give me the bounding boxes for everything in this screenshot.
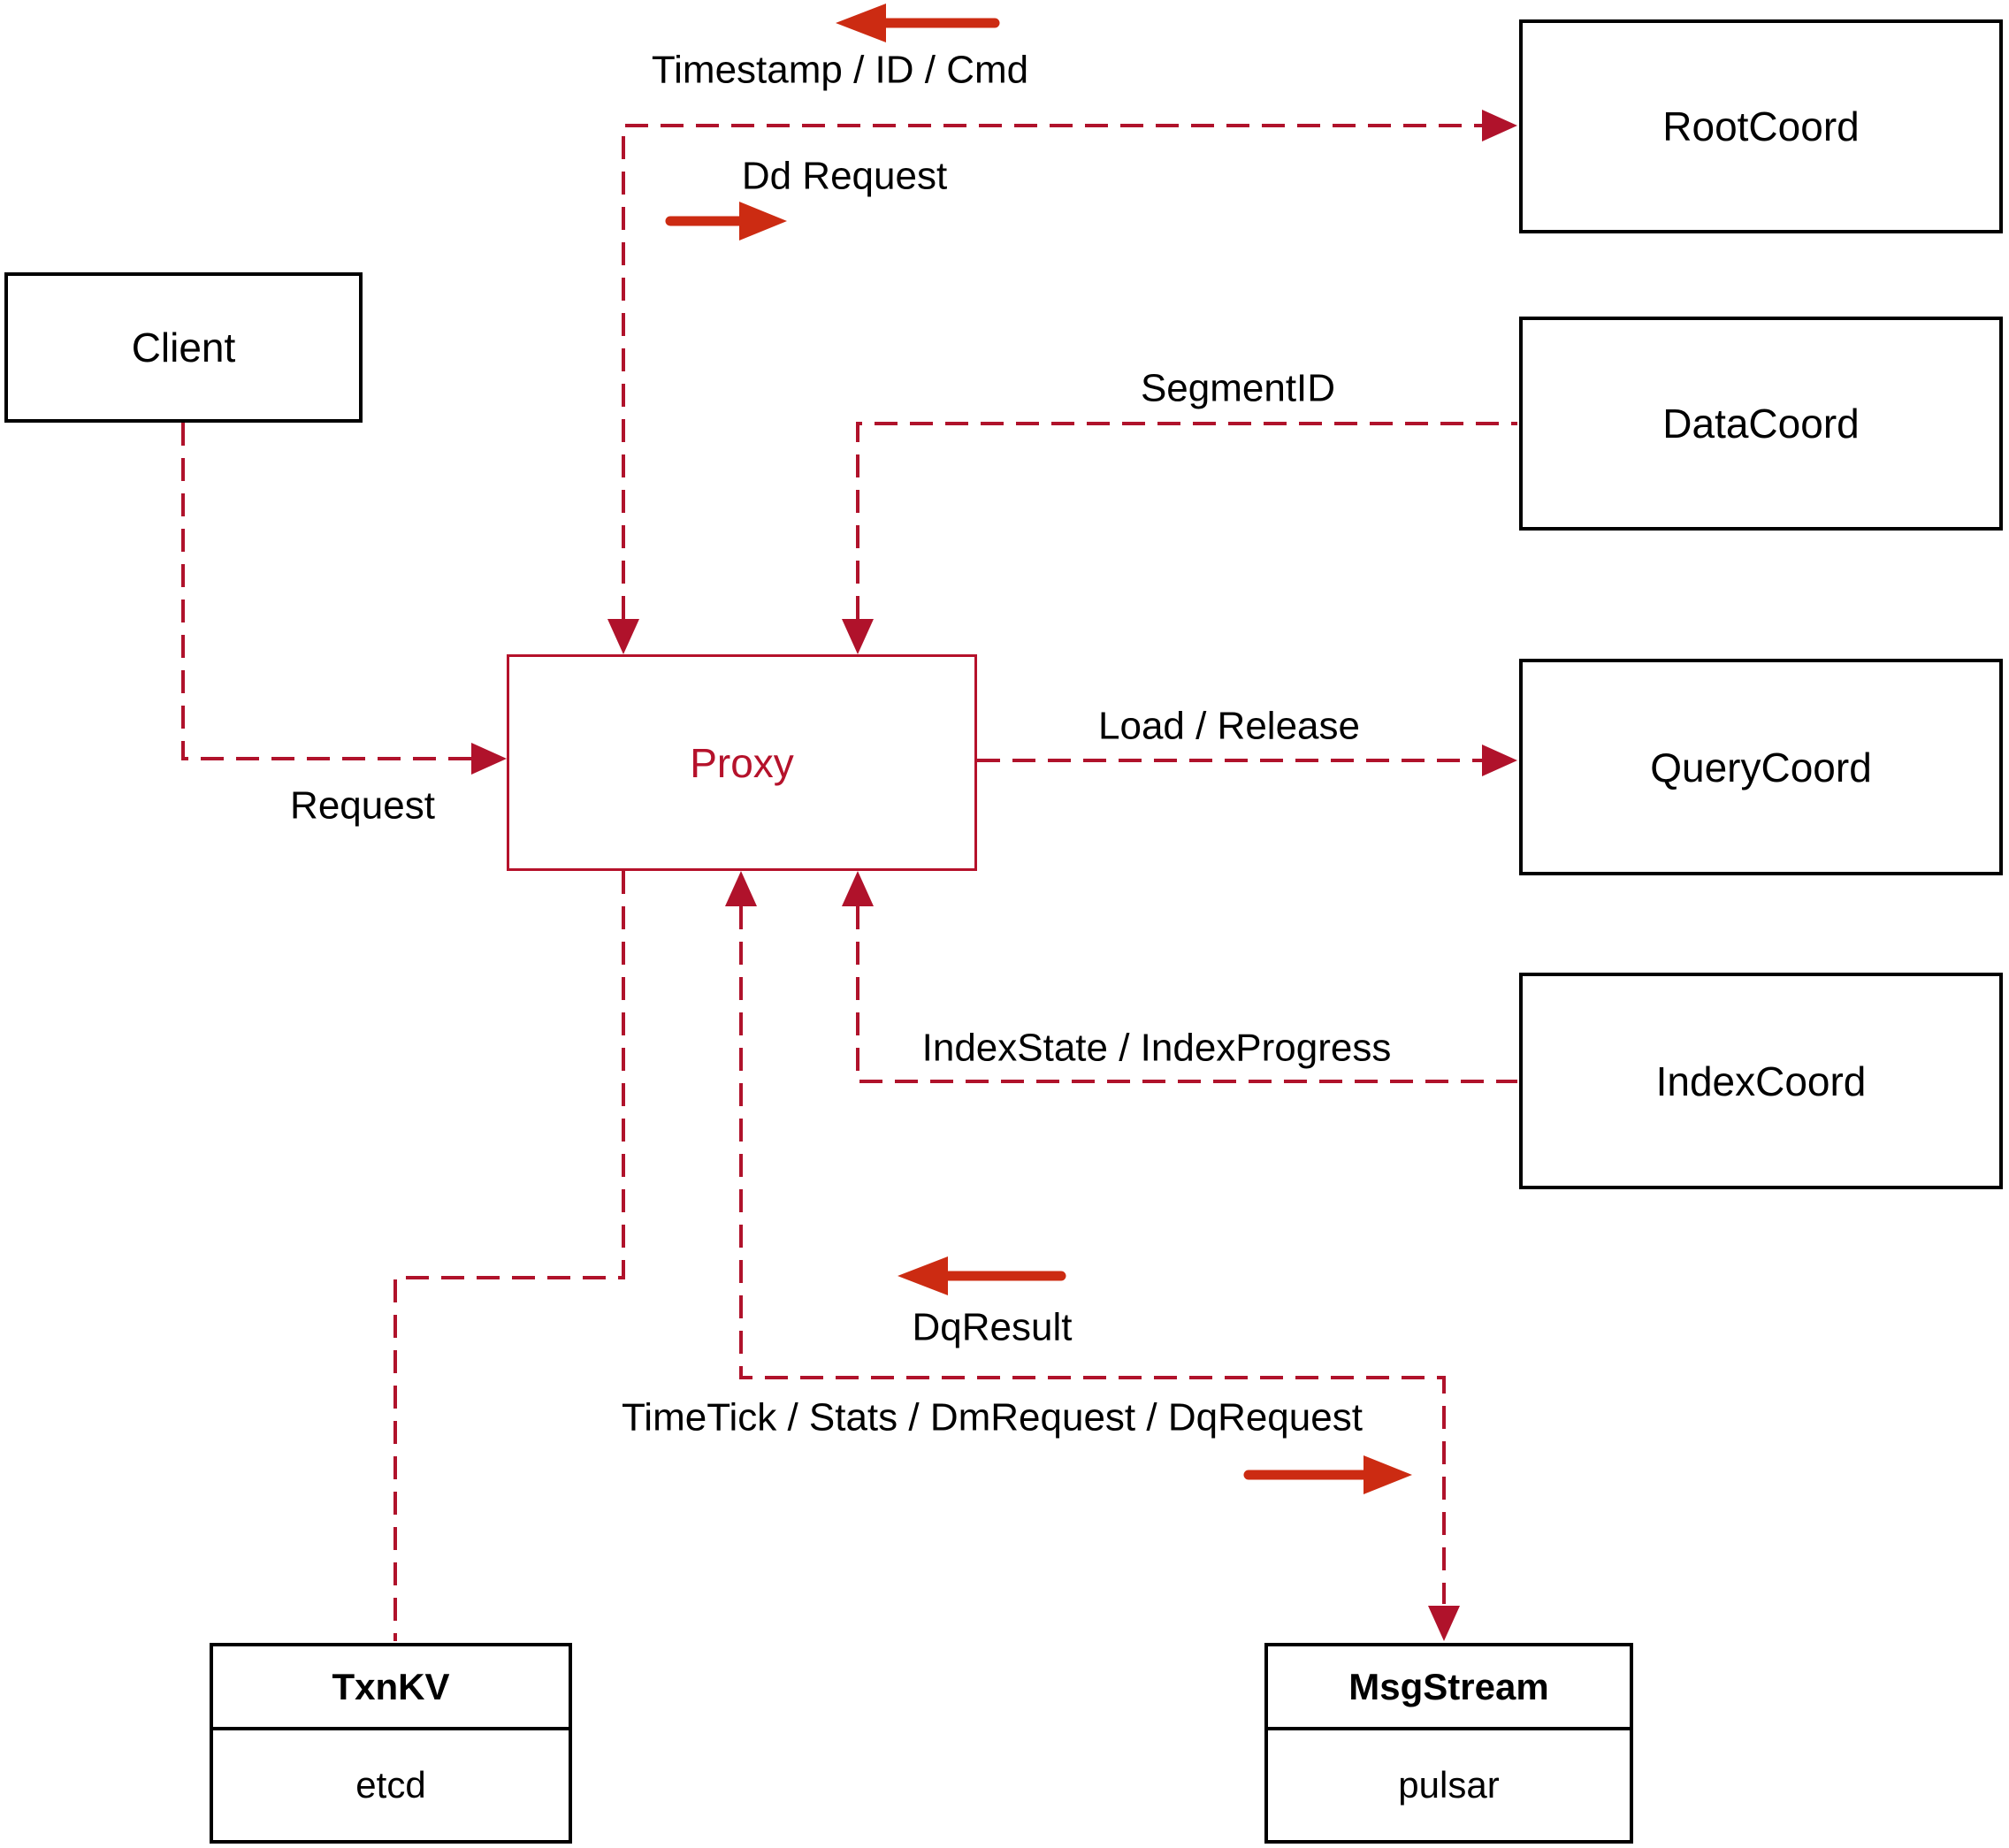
- edge-proxy-txnkv: [393, 871, 625, 1641]
- node-txnkv-body: etcd: [355, 1764, 426, 1806]
- edge-datacoord-proxy: [856, 422, 1517, 619]
- arrow-right-icon: [1243, 1455, 1412, 1494]
- node-txnkv-title: TxnKV: [213, 1646, 569, 1730]
- arrowhead-into-proxy-bottom-right-icon: [842, 871, 874, 906]
- edge-label-timestamp-id-cmd: Timestamp / ID / Cmd: [651, 48, 1029, 92]
- edge-label-indexstate-indexprogress: IndexState / IndexProgress: [921, 1026, 1392, 1070]
- arrowhead-into-msgstream-icon: [1428, 1606, 1460, 1641]
- edge-label-timetick-stats-dmrequest-dqrequest: TimeTick / Stats / DmRequest / DqRequest: [622, 1395, 1363, 1439]
- edge-label-dqresult: DqResult: [912, 1305, 1073, 1349]
- node-msgstream: MsgStream pulsar: [1264, 1643, 1633, 1844]
- node-indexcoord: IndexCoord: [1519, 973, 2003, 1189]
- node-rootcoord: RootCoord: [1519, 19, 2003, 233]
- arrowhead-into-rootcoord-icon: [1482, 110, 1517, 141]
- arrow-right-icon: [665, 202, 787, 241]
- node-proxy-label: Proxy: [690, 739, 794, 786]
- node-proxy: Proxy: [507, 654, 977, 871]
- arrowhead-into-proxy-bottom-left-icon: [725, 871, 757, 906]
- node-client: Client: [4, 272, 363, 423]
- edge-indexcoord-proxy: [856, 906, 1517, 1083]
- edge-label-request: Request: [290, 783, 435, 828]
- edge-client-proxy: [181, 423, 471, 760]
- edge-proxy-rootcoord: [622, 124, 1482, 619]
- edge-label-segmentid: SegmentID: [1140, 366, 1336, 410]
- edge-label-dd-request: Dd Request: [741, 154, 948, 198]
- edge-label-load-release: Load / Release: [1098, 704, 1360, 748]
- arrow-left-icon: [836, 4, 1000, 42]
- node-txnkv: TxnKV etcd: [210, 1643, 572, 1844]
- node-querycoord-label: QueryCoord: [1650, 744, 1872, 790]
- edge-proxy-msgstream: [739, 906, 1446, 1604]
- node-querycoord: QueryCoord: [1519, 659, 2003, 875]
- node-rootcoord-label: RootCoord: [1662, 103, 1860, 149]
- arrowhead-into-proxy-top-left-icon: [607, 619, 639, 654]
- node-msgstream-body: pulsar: [1398, 1764, 1500, 1806]
- arrowhead-into-querycoord-icon: [1482, 745, 1517, 776]
- node-msgstream-title: MsgStream: [1268, 1646, 1630, 1730]
- arrow-left-icon: [898, 1256, 1066, 1295]
- arrowhead-into-proxy-top-right-icon: [842, 619, 874, 654]
- node-indexcoord-label: IndexCoord: [1655, 1058, 1867, 1104]
- node-datacoord: DataCoord: [1519, 317, 2003, 531]
- node-client-label: Client: [131, 325, 236, 370]
- node-datacoord-label: DataCoord: [1662, 401, 1860, 447]
- arrowhead-into-proxy-left-icon: [471, 743, 507, 775]
